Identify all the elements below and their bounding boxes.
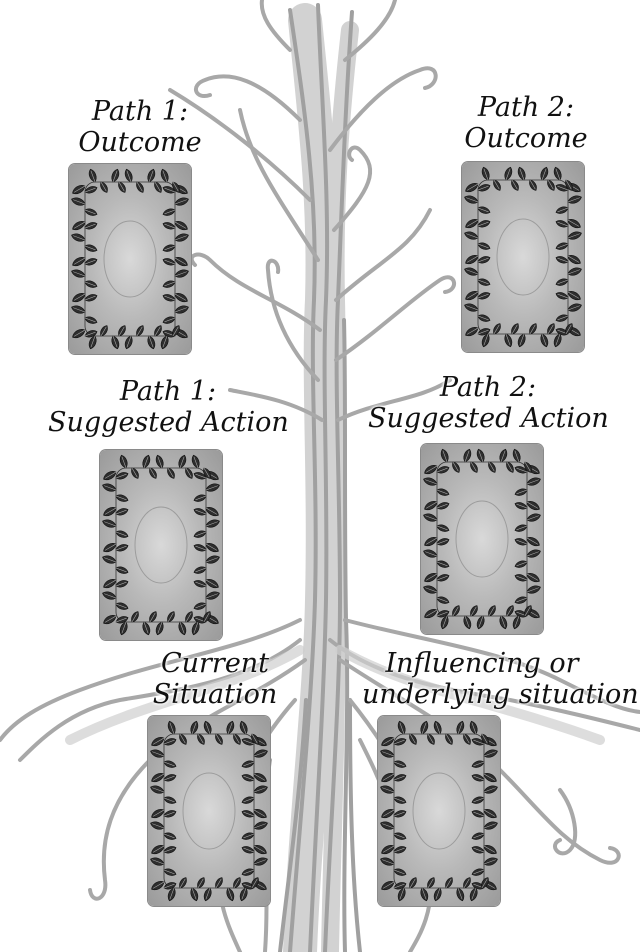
label-influencing: Influencing or underlying situation — [362, 648, 602, 710]
card-back-pattern — [69, 164, 191, 354]
label-line: Influencing or — [362, 648, 602, 679]
label-line: Path 2: — [426, 92, 626, 123]
label-line: Current — [110, 648, 320, 679]
card-path1-outcome — [69, 164, 191, 354]
label-line: Situation — [110, 679, 320, 710]
label-current: Current Situation — [110, 648, 320, 710]
card-path1-action — [100, 450, 222, 640]
label-path2-outcome: Path 2: Outcome — [426, 92, 626, 154]
label-line: Path 1: — [40, 96, 240, 127]
card-path2-action — [421, 444, 543, 634]
label-line: underlying situation — [362, 679, 602, 710]
label-line: Outcome — [40, 127, 240, 158]
card-back-pattern — [378, 716, 500, 906]
card-back-pattern — [462, 162, 584, 352]
label-path2-action: Path 2: Suggested Action — [368, 372, 608, 434]
label-line: Path 2: — [368, 372, 608, 403]
card-current — [148, 716, 270, 906]
card-path2-outcome — [462, 162, 584, 352]
card-back-pattern — [421, 444, 543, 634]
card-back-pattern — [148, 716, 270, 906]
label-line: Path 1: — [48, 376, 288, 407]
card-influencing — [378, 716, 500, 906]
label-line: Suggested Action — [48, 407, 288, 438]
label-path1-outcome: Path 1: Outcome — [40, 96, 240, 158]
label-line: Suggested Action — [368, 403, 608, 434]
label-path1-action: Path 1: Suggested Action — [48, 376, 288, 438]
label-line: Outcome — [426, 123, 626, 154]
card-back-pattern — [100, 450, 222, 640]
